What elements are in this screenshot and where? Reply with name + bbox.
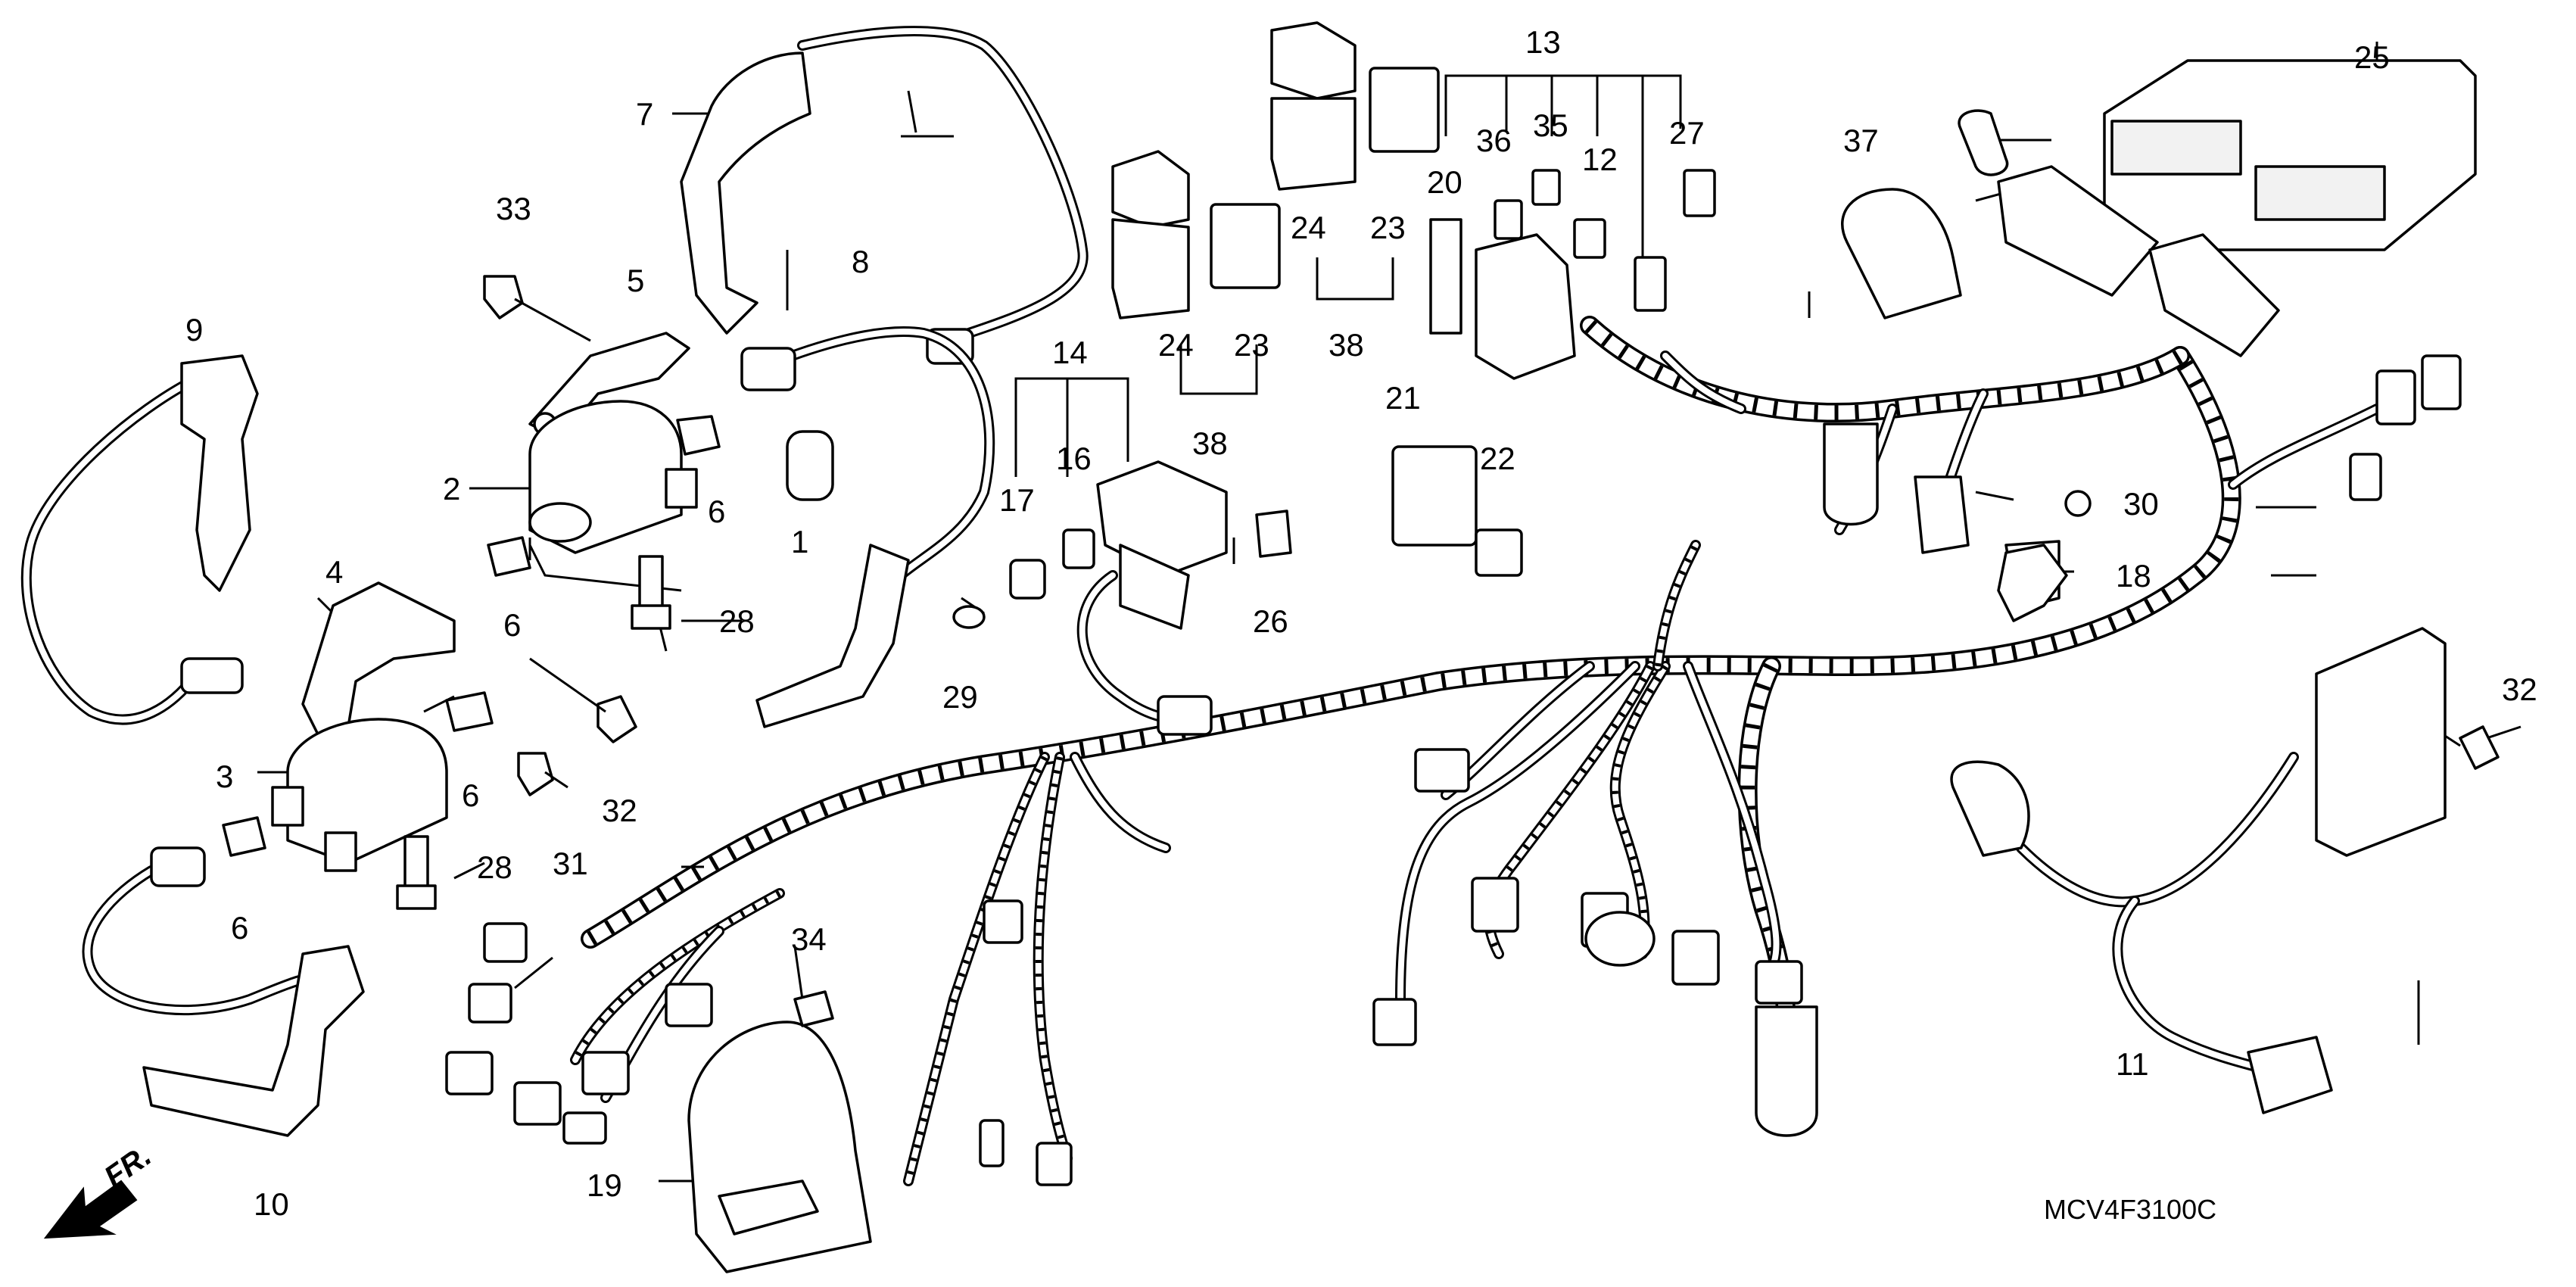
callout-37: 37 — [1843, 123, 1879, 158]
callout-10: 10 — [254, 1186, 289, 1222]
callout-28a: 28 — [719, 603, 755, 639]
callout-32b: 32 — [2502, 672, 2537, 707]
relay-21 — [1391, 445, 1523, 577]
callout-25: 25 — [2354, 39, 2390, 75]
front-marker-label: FR. — [98, 1139, 157, 1194]
callout-24a: 24 — [1158, 327, 1194, 363]
callout-21: 21 — [1385, 380, 1421, 416]
bolt-34 — [793, 990, 834, 1027]
callout-24b: 24 — [1291, 210, 1326, 245]
callout-9: 9 — [185, 312, 203, 347]
callout-23a: 23 — [1234, 327, 1269, 363]
callout-6b: 6 — [503, 607, 521, 643]
callout-13: 13 — [1525, 24, 1561, 60]
callout-38a: 38 — [1192, 425, 1228, 461]
clip-parts-6 — [222, 415, 721, 857]
regulator-rectifier-11 — [1950, 627, 2447, 1114]
callout-1: 1 — [791, 524, 808, 559]
ignition-coil-3 — [271, 718, 448, 872]
callout-4: 4 — [326, 554, 343, 590]
left-connectors — [445, 922, 713, 1145]
clamp-37 — [1958, 109, 2009, 176]
diagram-code: MCV4F3100C — [2044, 1194, 2216, 1225]
callout-36: 36 — [1476, 123, 1512, 158]
callout-3: 3 — [216, 759, 233, 794]
sensor-18 — [1997, 544, 2068, 622]
spark-plug-wire-10 — [82, 846, 365, 1137]
callout-6a: 6 — [708, 494, 725, 529]
front-arrow-icon — [43, 1179, 138, 1239]
callout-16: 16 — [1056, 441, 1092, 476]
callout-22: 22 — [1480, 441, 1515, 476]
screw-30 — [2064, 490, 2092, 517]
callout-38b: 38 — [1328, 327, 1364, 363]
callout-17: 17 — [999, 482, 1035, 518]
callout-33: 33 — [496, 191, 531, 226]
callout-8: 8 — [852, 244, 869, 279]
callout-2: 2 — [443, 471, 460, 506]
callout-26: 26 — [1253, 603, 1288, 639]
callout-27: 27 — [1669, 115, 1705, 151]
callout-12: 12 — [1582, 142, 1618, 177]
callout-6d: 6 — [231, 910, 248, 946]
center-connectors — [979, 748, 1818, 1186]
callout-5: 5 — [627, 263, 644, 298]
small-fasteners — [952, 528, 1095, 629]
ecu-25 — [2103, 59, 2477, 251]
callout-6c: 6 — [462, 777, 479, 813]
callout-29: 29 — [942, 679, 978, 715]
callout-labels: 1 2 3 4 5 6 6 6 6 7 8 9 10 11 12 13 14 1… — [185, 24, 2537, 1222]
collar-1 — [786, 430, 834, 501]
fuse-box-14 — [1076, 460, 1228, 736]
right-connectors — [1997, 165, 2462, 501]
front-direction-marker: FR. — [43, 1139, 157, 1239]
callout-34: 34 — [791, 921, 827, 957]
callout-30: 30 — [2123, 486, 2159, 522]
spark-plug-wire-9 — [20, 354, 259, 725]
callout-32a: 32 — [602, 793, 637, 828]
callout-7: 7 — [636, 96, 653, 132]
horn-19 — [687, 1021, 872, 1273]
relays — [1111, 21, 1440, 319]
callout-20: 20 — [1427, 164, 1462, 200]
spark-plug-wire-8 — [740, 326, 995, 728]
ignition-coil-2 — [528, 400, 698, 554]
callout-14: 14 — [1052, 335, 1088, 370]
spark-plug-wire-7 — [680, 26, 1089, 365]
fuse-box-assembly — [1429, 169, 1716, 380]
callout-23b: 23 — [1370, 210, 1406, 245]
callout-18: 18 — [2116, 558, 2151, 594]
callout-11: 11 — [2116, 1046, 2149, 1082]
callout-35: 35 — [1533, 108, 1568, 143]
callout-19: 19 — [587, 1167, 622, 1203]
clip-26 — [1255, 510, 1292, 558]
callout-31: 31 — [553, 846, 588, 881]
callout-28b: 28 — [477, 849, 512, 885]
